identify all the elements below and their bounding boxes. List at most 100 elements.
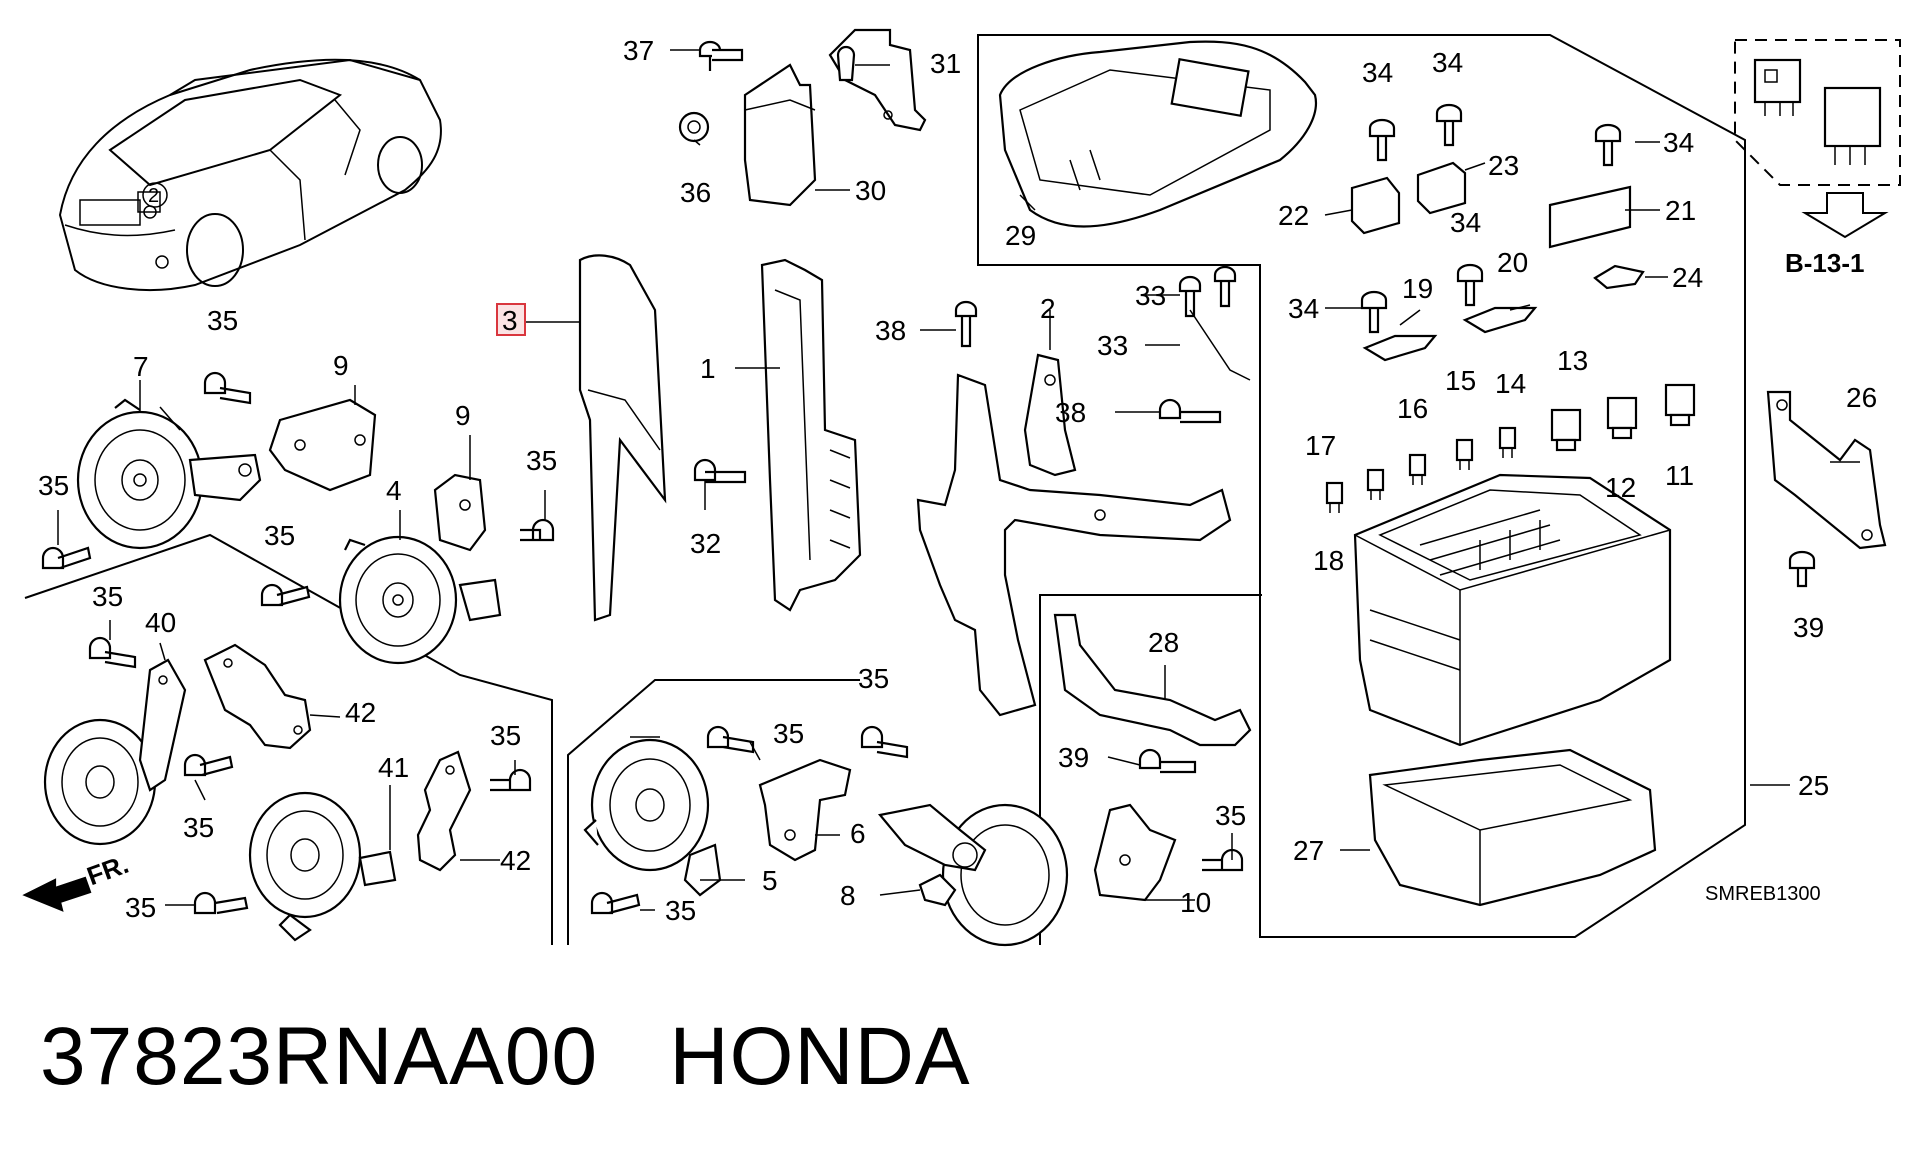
car-illustration: 2	[58, 58, 442, 291]
horn-7	[76, 398, 262, 550]
callout-2: 2	[1040, 293, 1056, 324]
callout-34d: 34	[1450, 207, 1481, 238]
callout-9b: 9	[455, 400, 471, 431]
callout-14: 14	[1495, 368, 1526, 399]
callout-35a: 35	[207, 305, 238, 336]
callout-35i: 35	[773, 718, 804, 749]
callout-23: 23	[1488, 150, 1519, 181]
callout-39b: 39	[1793, 612, 1824, 643]
front-arrow	[22, 876, 92, 912]
callout-37: 37	[623, 35, 654, 66]
callout-42a: 42	[345, 697, 376, 728]
callout-10: 10	[1180, 887, 1211, 918]
callout-30: 30	[855, 175, 886, 206]
callout-6: 6	[850, 818, 866, 849]
highlight-box-part-3[interactable]	[496, 303, 526, 336]
callout-35b: 35	[38, 470, 69, 501]
bracket-26	[1766, 390, 1887, 588]
bracket-28	[1053, 613, 1252, 774]
callout-35c: 35	[526, 445, 557, 476]
front-label: FR.	[83, 849, 133, 892]
bracket-9a	[268, 398, 377, 492]
callout-35l: 35	[1215, 800, 1246, 831]
callout-39a: 39	[1058, 742, 1089, 773]
horn-41	[248, 791, 397, 942]
callout-16: 16	[1397, 393, 1428, 424]
svg-text:2: 2	[148, 185, 159, 207]
callout-41: 41	[378, 752, 409, 783]
relay-inset	[1734, 39, 1901, 239]
leader-lines	[57, 49, 1860, 911]
callout-19: 19	[1402, 273, 1433, 304]
callout-22: 22	[1278, 200, 1309, 231]
cover-3	[578, 254, 667, 622]
bracket-6	[758, 758, 852, 862]
callout-4: 4	[386, 475, 402, 506]
callout-26: 26	[1846, 382, 1877, 413]
footer-caption: 37823RNAA00 HONDA	[40, 1010, 971, 1104]
callout-8: 8	[840, 880, 856, 911]
callout-34a: 34	[1362, 57, 1393, 88]
callout-12: 12	[1605, 472, 1636, 503]
callout-38a: 38	[875, 315, 906, 346]
callout-1: 1	[700, 353, 716, 384]
horn-4	[338, 535, 502, 665]
relay-30-31	[678, 28, 927, 207]
callout-42b: 42	[500, 845, 531, 876]
callout-33b: 33	[1097, 330, 1128, 361]
small-parts-upper	[1350, 103, 1645, 362]
callout-7: 7	[133, 351, 149, 382]
fuses	[1325, 383, 1696, 513]
horn-left-lower	[43, 658, 187, 846]
callout-35j: 35	[858, 663, 889, 694]
callout-9a: 9	[333, 350, 349, 381]
callout-38b: 38	[1055, 397, 1086, 428]
callout-25: 25	[1798, 770, 1829, 801]
horn-8	[877, 803, 1069, 947]
bracket-42	[416, 750, 472, 872]
callout-21: 21	[1665, 195, 1696, 226]
callout-36: 36	[680, 177, 711, 208]
callout-20: 20	[1497, 247, 1528, 278]
callout-24: 24	[1672, 262, 1703, 293]
callout-31: 31	[930, 48, 961, 79]
brand-name: HONDA	[669, 1011, 971, 1102]
bracket-40	[203, 643, 312, 750]
callout-32: 32	[690, 528, 721, 559]
callout-11: 11	[1665, 460, 1694, 491]
bracket-10	[1093, 803, 1177, 902]
callout-29: 29	[1005, 220, 1036, 251]
part-number: 37823RNAA00	[40, 1011, 599, 1102]
callout-28: 28	[1148, 627, 1179, 658]
main-fuse-box	[1353, 473, 1672, 747]
callout-35h: 35	[125, 892, 156, 923]
callout-35e: 35	[92, 581, 123, 612]
bracket-9b	[433, 473, 487, 552]
bracket-2	[916, 265, 1237, 717]
callout-15: 15	[1445, 365, 1476, 396]
callout-33a: 33	[1135, 280, 1166, 311]
callout-35g: 35	[490, 720, 521, 751]
callout-35f: 35	[183, 812, 214, 843]
ecu-1	[693, 258, 862, 612]
fuse-box-tray	[1368, 748, 1657, 907]
callout-34e: 34	[1288, 293, 1319, 324]
callout-18: 18	[1313, 545, 1344, 576]
callout-34b: 34	[1432, 47, 1463, 78]
callout-27: 27	[1293, 835, 1324, 866]
callout-labels: 1 2 3 4 5 6 7 8 9 9 10 11 12 13 14 15 16…	[38, 35, 1877, 926]
callout-13: 13	[1557, 345, 1588, 376]
callout-35k: 35	[665, 895, 696, 926]
callout-34c: 34	[1663, 127, 1694, 158]
fuse-box-cover	[998, 40, 1318, 228]
callout-5: 5	[762, 865, 778, 896]
callout-3: 3	[502, 305, 518, 336]
bolts-35	[41, 371, 1244, 915]
callout-35d: 35	[264, 520, 295, 551]
horn-5	[583, 738, 722, 897]
diagram-code: SMREB1300	[1705, 883, 1821, 905]
fuse-box-boundary	[977, 34, 1746, 938]
reference-label: B-13-1	[1785, 248, 1864, 278]
callout-40: 40	[145, 607, 176, 638]
